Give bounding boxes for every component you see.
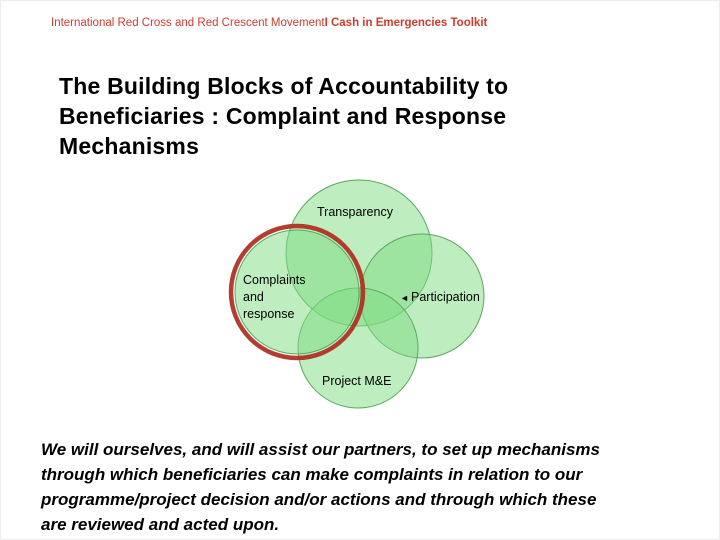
complaints-and-response-label: Complaints and response	[243, 273, 306, 321]
footer-statement: We will ourselves, and will assist our p…	[41, 440, 600, 534]
header-movement-label: International Red Cross and Red Crescent…	[51, 17, 325, 29]
project-me-label: Project M&E	[322, 374, 392, 388]
header-toolkit-label: I Cash in Emergencies Toolkit	[324, 17, 488, 29]
page-title: The Building Blocks of Accountability to…	[59, 73, 509, 159]
highlight-ring	[228, 223, 366, 361]
participation-label: Participation	[411, 290, 480, 304]
transparency-label: Transparency	[317, 205, 393, 219]
circle-complaints	[234, 229, 360, 355]
breadcrumb: International Red Cross and Red Crescent…	[51, 17, 487, 29]
arrow-left-icon: ◄	[400, 293, 409, 303]
